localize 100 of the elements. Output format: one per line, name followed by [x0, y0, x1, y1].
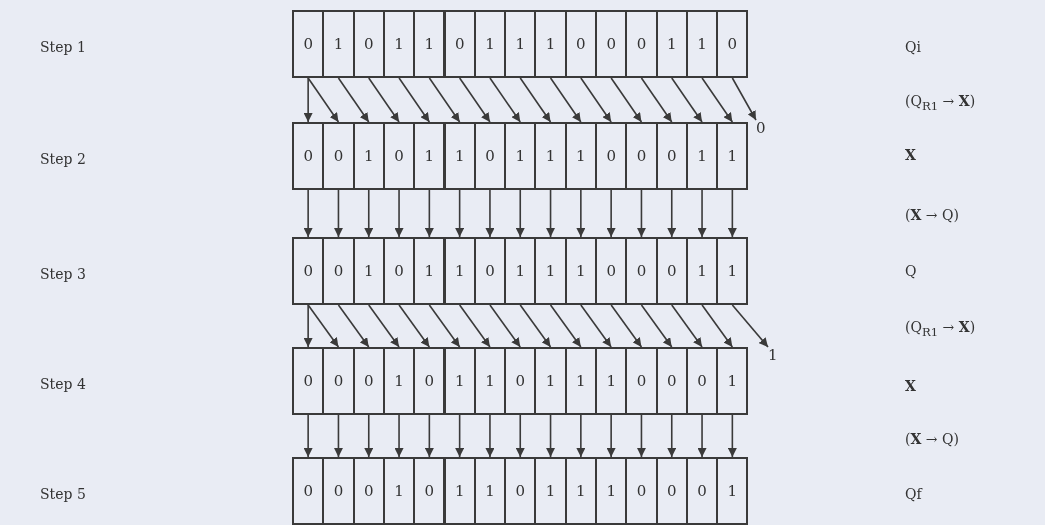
bit-cell: 1 [595, 347, 628, 415]
arrow [701, 77, 734, 123]
arrow [364, 414, 374, 458]
bit-cell: 1 [716, 347, 749, 415]
bit-cell: 0 [625, 122, 658, 190]
bit-cell: 0 [413, 347, 446, 415]
arrow [394, 414, 404, 458]
arrow [489, 304, 522, 348]
bit-cell: 0 [595, 10, 628, 78]
bit-cell: 0 [322, 122, 355, 190]
arrow [333, 189, 343, 238]
arrow [485, 189, 495, 238]
arrow [731, 77, 757, 121]
arrow [667, 189, 677, 238]
bit-cell: 1 [534, 10, 567, 78]
bit-cell: 0 [716, 10, 749, 78]
arrow [697, 189, 707, 238]
arrow [307, 77, 340, 123]
register-name: X [905, 377, 916, 395]
transfer-label: (Q$_{R1}$ → X) [905, 92, 976, 115]
bit-cell: 0 [292, 237, 325, 305]
bit-cell: 1 [413, 10, 446, 78]
bit-cell: 0 [352, 347, 385, 415]
arrow [640, 77, 673, 123]
arrow [636, 414, 646, 458]
arrow [515, 414, 525, 458]
arrow [364, 189, 374, 238]
bit-cell: 1 [413, 237, 446, 305]
arrow [515, 189, 525, 238]
arrow [701, 304, 734, 348]
transfer-label: (X → Q) [905, 206, 959, 224]
bit-cell: 0 [292, 122, 325, 190]
arrow [606, 189, 616, 238]
bit-cell: 0 [352, 457, 385, 525]
bit-cell: 1 [534, 122, 567, 190]
bit-cell: 0 [292, 10, 325, 78]
arrow [640, 304, 673, 348]
arrow [549, 304, 582, 348]
arrow [549, 77, 582, 123]
bit-cell: 1 [564, 347, 597, 415]
arrow [519, 77, 552, 123]
arrow [424, 189, 434, 238]
arrow [576, 414, 586, 458]
step-label: Step 3 [40, 265, 86, 283]
bit-cell: 1 [534, 347, 567, 415]
bit-cell: 1 [504, 237, 537, 305]
bit-cell: 0 [625, 457, 658, 525]
arrow [610, 304, 643, 348]
arrow [670, 77, 703, 123]
bit-cell: 1 [443, 457, 476, 525]
bit-cell: 0 [625, 237, 658, 305]
bit-cell: 0 [443, 10, 476, 78]
bit-cell: 1 [534, 237, 567, 305]
bit-cell: 0 [625, 347, 658, 415]
bit-cell: 0 [413, 457, 446, 525]
bit-cell: 1 [443, 347, 476, 415]
bit-cell: 0 [352, 10, 385, 78]
step-label: Step 1 [40, 38, 86, 56]
bit-cell: 1 [443, 122, 476, 190]
arrow [580, 304, 612, 348]
arrow [398, 77, 431, 123]
arrow [394, 189, 404, 238]
arrow [303, 304, 313, 348]
arrow [731, 304, 769, 348]
bit-cell: 0 [595, 122, 628, 190]
shifted-out-bit: 0 [756, 120, 766, 136]
bit-cell: 0 [655, 237, 688, 305]
bit-cell: 1 [443, 237, 476, 305]
bit-cell: 0 [655, 457, 688, 525]
arrow [667, 414, 677, 458]
transfer-label: (Q$_{R1}$ → X) [905, 318, 976, 341]
bit-cell: 1 [716, 122, 749, 190]
arrow [606, 414, 616, 458]
arrow [580, 77, 612, 123]
bit-cell: 0 [292, 457, 325, 525]
arrow [303, 77, 313, 123]
arrow [333, 414, 343, 458]
arrow [398, 304, 431, 348]
register-name: X [905, 146, 916, 164]
bit-cell: 0 [322, 237, 355, 305]
bit-cell: 1 [352, 122, 385, 190]
bit-cell: 0 [504, 457, 537, 525]
arrow [458, 304, 491, 348]
step-label: Step 4 [40, 375, 86, 393]
arrow [455, 414, 465, 458]
arrow [428, 77, 461, 123]
arrow [367, 304, 400, 348]
step-label: Step 2 [40, 150, 86, 168]
bit-cell: 0 [292, 347, 325, 415]
transfer-label: (X → Q) [905, 430, 959, 448]
arrow [337, 304, 370, 348]
arrow [303, 414, 313, 458]
arrow [546, 414, 556, 458]
bit-cell: 0 [625, 10, 658, 78]
arrow [303, 189, 313, 238]
bit-cell: 1 [504, 122, 537, 190]
bit-cell: 1 [564, 237, 597, 305]
arrow [489, 77, 522, 123]
bit-cell: 0 [655, 122, 688, 190]
step-label: Step 5 [40, 485, 86, 503]
